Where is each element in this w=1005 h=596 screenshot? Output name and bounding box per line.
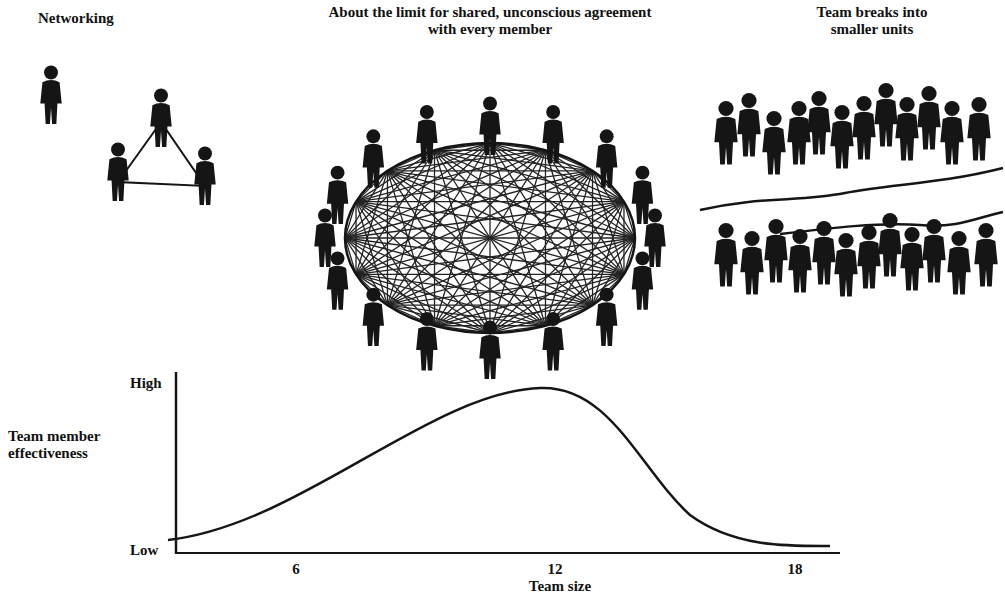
axis-title: Team member effectiveness (8, 428, 108, 461)
tick-label: 6 (292, 561, 300, 578)
chart (168, 372, 840, 554)
tick-label: 12 (548, 561, 563, 578)
networking-figures (40, 66, 215, 205)
team-mesh (314, 97, 665, 379)
group-heading: About the limit for shared, unconscious … (325, 4, 655, 37)
axis-title: Team size (529, 578, 591, 595)
tick-label: 18 (788, 561, 803, 578)
axis-label: High (130, 375, 162, 392)
split-team (700, 83, 1003, 297)
group-heading: Networking (38, 10, 114, 27)
axis-label: Low (130, 542, 158, 559)
group-heading: Team breaks into smaller units (797, 4, 947, 37)
